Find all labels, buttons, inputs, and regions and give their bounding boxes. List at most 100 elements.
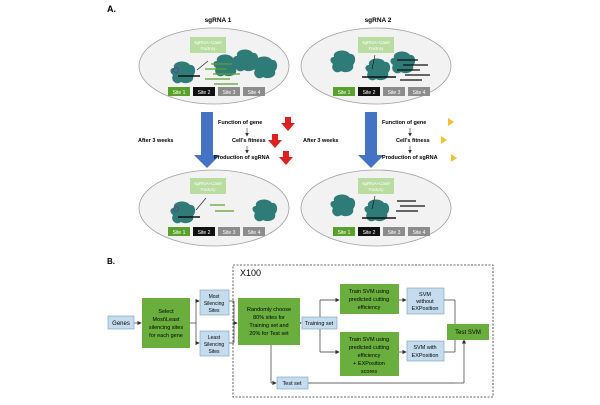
- most-line: Most: [209, 294, 220, 300]
- factory-box: [190, 37, 226, 53]
- train2-line: scores: [361, 369, 377, 375]
- sgrna-lines: [205, 63, 240, 85]
- most-sites-box: [199, 289, 230, 316]
- site-label: Site 3: [223, 230, 236, 236]
- site-label: Site 1: [173, 230, 186, 236]
- train1-line: efficiency: [358, 305, 381, 311]
- cell-bottom-left: sgRNA+Cas9 Factory Site 1 Site 2 Site 3 …: [138, 169, 290, 247]
- select-line: silencing sites: [149, 325, 183, 331]
- middle-right: After 3 weeks Function of gene Cell's fi…: [303, 112, 457, 168]
- least-line: Least: [208, 335, 221, 341]
- least-sites-box: [199, 330, 230, 357]
- train-svm-box: [340, 284, 399, 314]
- factory-line1: sgRNA+Cas9: [194, 181, 222, 186]
- site-label: Site 1: [338, 90, 351, 96]
- red-down-arrow-icon: [279, 151, 293, 165]
- cell-bottom-right: sgRNA+Cas9 Factory Site 1 Site 2 Site 3 …: [300, 169, 452, 247]
- panel-a-label: A.: [107, 4, 116, 14]
- site-label: Site 3: [388, 230, 401, 236]
- down-arrow-icon: [358, 155, 384, 168]
- site-label: Site 4: [248, 230, 261, 236]
- training-set-label: Training set: [305, 321, 334, 327]
- after-weeks-label: After 3 weeks: [138, 138, 173, 144]
- site-label: Site 3: [388, 90, 401, 96]
- factory-line1: sgRNA+Cas9: [194, 40, 222, 45]
- site-label: Site 1: [338, 230, 351, 236]
- select-line: for each gene: [149, 333, 183, 339]
- random-split-box: [238, 298, 300, 345]
- least-line: Sites: [208, 349, 220, 355]
- cell-top-left: sgRNA+Cas9 Factory Site 1 Site 2 Site 3 …: [138, 27, 290, 105]
- random-line: Randomly choose: [247, 307, 291, 313]
- factory-line2: Factory: [200, 46, 216, 51]
- site-label: Site 2: [363, 230, 376, 236]
- yellow-right-arrow-icon: [451, 154, 457, 162]
- site-label: Site 4: [248, 90, 261, 96]
- train1-line: Train SVM using: [349, 289, 389, 295]
- svm2-line: SVM with: [413, 345, 436, 351]
- factory-box: [358, 37, 394, 53]
- select-line: Most\Least: [153, 317, 180, 323]
- after-weeks-label: After 3 weeks: [303, 138, 338, 144]
- red-down-arrow-icon: [268, 134, 282, 148]
- down-arrow-icon: [194, 155, 220, 168]
- svm-without-box: [406, 287, 445, 315]
- cell-top-right: sgRNA+Cas9 Factory Site 1 Site 2 Site 3 …: [300, 27, 452, 105]
- genes-box: [107, 315, 135, 330]
- select-line: Select: [158, 309, 174, 315]
- x100-loop-frame: [232, 264, 494, 398]
- yellow-right-arrow-icon: [448, 118, 454, 126]
- yellow-right-arrow-icon: [441, 136, 447, 144]
- train2-line: predicted cutting: [349, 345, 389, 351]
- col2-title: sgRNA 2: [365, 17, 392, 24]
- training-set-box: [301, 316, 338, 330]
- train1-line: predicted cutting: [349, 297, 389, 303]
- select-box: [142, 298, 190, 348]
- random-line: 80% sites for: [253, 315, 285, 321]
- train2-line: + EXPosition: [353, 361, 385, 367]
- flow-gene: Function of gene: [382, 120, 426, 126]
- factory-line2: Factory: [368, 46, 384, 51]
- factory-box: [358, 178, 394, 194]
- random-line: Training set and: [249, 323, 288, 329]
- random-line: 20% for Test set: [249, 331, 289, 337]
- sgrna-lines: [396, 200, 425, 212]
- panel-b-label: B.: [107, 257, 115, 266]
- factory-line1: sgRNA+Cas9: [362, 40, 390, 45]
- site-label: Site 2: [363, 90, 376, 96]
- train-svm-expos-box: [340, 332, 399, 376]
- middle-left: After 3 weeks Function of gene Cell's fi…: [138, 112, 295, 168]
- site-label: Site 1: [173, 90, 186, 96]
- test-svm-box: [447, 324, 489, 340]
- factory-line2: Factory: [200, 187, 216, 192]
- site-label: Site 4: [413, 90, 426, 96]
- sgrna-lines: [397, 59, 430, 81]
- x100-label: X100: [240, 268, 261, 278]
- col1-title: sgRNA 1: [205, 17, 232, 24]
- svm1-line: without: [415, 299, 434, 305]
- factory-box: [190, 178, 226, 194]
- test-set-label: Test set: [283, 381, 302, 387]
- svm1-line: SVM: [419, 292, 431, 298]
- site-label: Site 3: [223, 90, 236, 96]
- flow-sgrna: Production of sgRNA: [382, 155, 438, 161]
- test-svm-label: Test SVM: [455, 330, 481, 336]
- train2-line: Train SVM using: [349, 337, 389, 343]
- least-line: Silencing: [204, 342, 225, 348]
- flow-gene: Function of gene: [218, 120, 262, 126]
- site-label: Site 4: [413, 230, 426, 236]
- flow-fitness: Cell's fitness: [396, 138, 430, 144]
- svm2-line: EXPosition: [412, 353, 439, 359]
- factory-line1: sgRNA+Cas9: [362, 181, 390, 186]
- svm1-line: EXPosition: [412, 306, 439, 312]
- svm-with-box: [406, 340, 445, 362]
- test-set-box: [276, 376, 309, 390]
- flow-fitness: Cell's fitness: [232, 138, 266, 144]
- sgrna-lines: [210, 204, 234, 212]
- train2-line: efficiency: [358, 353, 381, 359]
- most-line: Silencing: [204, 301, 225, 307]
- site-label: Site 2: [198, 230, 211, 236]
- site-label: Site 2: [198, 90, 211, 96]
- most-line: Sites: [208, 308, 220, 314]
